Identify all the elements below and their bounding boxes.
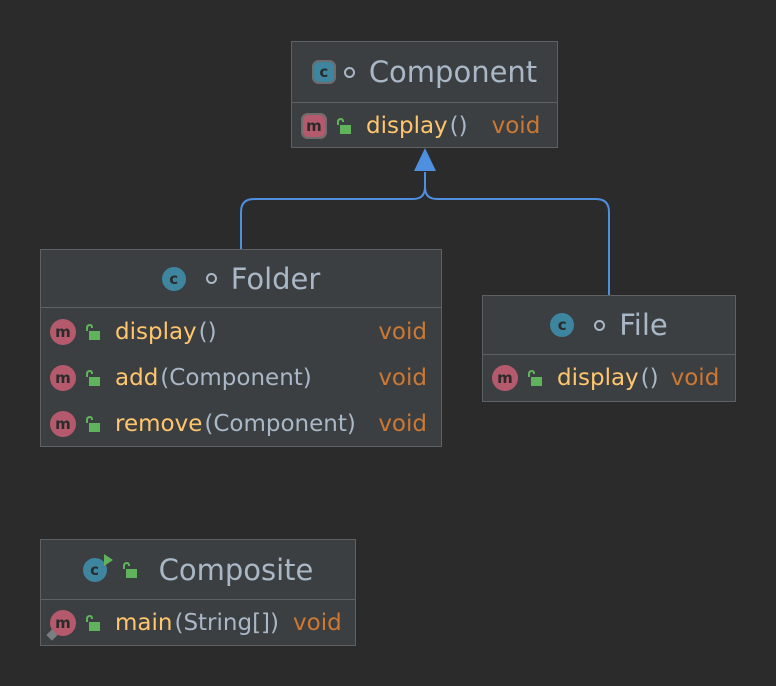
edge-file-to-component [424, 186, 610, 295]
run-badge-icon [103, 553, 113, 566]
public-lock-icon [86, 415, 100, 432]
public-lock-icon [86, 369, 100, 386]
edge-folder-to-component [240, 172, 426, 249]
class-icon: c [550, 313, 575, 337]
class-composite-header: c Composite [41, 540, 355, 600]
package-visibility-icon [343, 66, 355, 78]
method-params: () [640, 365, 659, 391]
method-row[interactable]: m display () void [41, 309, 441, 355]
method-params: (Component) [160, 365, 312, 391]
static-method-icon: m [46, 610, 76, 641]
method-name: display [115, 319, 197, 345]
method-icon: m [50, 319, 76, 345]
method-name: main [115, 610, 173, 636]
method-row[interactable]: m display () void [483, 355, 735, 401]
return-type: void [378, 365, 427, 391]
public-lock-icon [122, 561, 137, 578]
class-component[interactable]: c Component m display () void [291, 41, 558, 148]
method-params: () [198, 319, 217, 345]
class-composite[interactable]: c Composite m main (String[]) void [40, 539, 356, 646]
class-icon: c [161, 266, 186, 291]
runnable-class-icon: c [82, 553, 113, 582]
return-type: void [491, 113, 541, 139]
method-name: display [366, 113, 448, 139]
class-name: File [619, 308, 668, 342]
method-name: display [557, 365, 639, 391]
method-params: (String[]) [174, 610, 280, 636]
class-folder[interactable]: c Folder m display () void m add (Compon… [40, 249, 442, 447]
class-file[interactable]: c File m display () void [482, 295, 736, 402]
method-icon: m [492, 365, 518, 391]
class-name: Component [368, 55, 538, 89]
public-lock-icon [528, 369, 542, 386]
method-row[interactable]: m main (String[]) void [41, 600, 355, 646]
public-lock-icon [86, 614, 100, 631]
class-component-header: c Component [292, 42, 557, 103]
return-type: void [378, 411, 427, 437]
class-name: Composite [158, 552, 314, 587]
class-folder-header: c Folder [41, 250, 441, 308]
abstract-method-icon: m [301, 113, 327, 139]
class-name: Folder [230, 261, 321, 296]
method-params: () [449, 113, 468, 139]
method-row[interactable]: m display () void [292, 103, 557, 149]
class-file-header: c File [483, 296, 735, 355]
abstract-class-icon: c [311, 60, 336, 84]
package-visibility-icon [205, 273, 217, 284]
generalization-arrowhead [414, 148, 436, 171]
public-lock-icon [337, 117, 351, 134]
public-lock-icon [86, 323, 100, 340]
method-params: (Component) [204, 411, 356, 437]
return-type: void [670, 365, 720, 391]
method-icon-letter: m [55, 614, 71, 632]
method-row[interactable]: m remove (Component) void [41, 401, 441, 447]
method-row[interactable]: m add (Component) void [41, 355, 441, 401]
package-visibility-icon [594, 319, 606, 331]
method-icon: m [50, 365, 76, 391]
method-icon: m [50, 411, 76, 437]
return-type: void [378, 319, 427, 345]
return-type: void [293, 610, 342, 636]
method-name: add [115, 365, 159, 391]
method-name: remove [115, 411, 203, 437]
